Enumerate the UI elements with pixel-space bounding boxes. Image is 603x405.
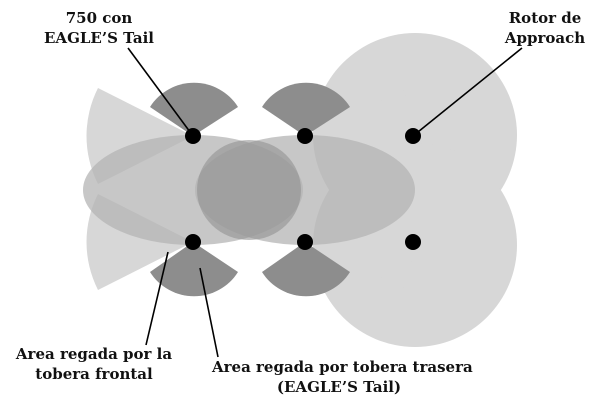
leader-line-eagle-750 <box>127 47 194 137</box>
rear-nozzle-area-bottom-left <box>150 242 238 297</box>
rear-nozzle-area-top-left <box>150 82 238 136</box>
leader-line-front-area <box>145 251 169 346</box>
rear-nozzle-area-top-right <box>262 82 350 136</box>
sprinkler-head-rotor-approach-bottom <box>405 234 421 250</box>
label-rotor-approach-line-2: Approach <box>504 29 586 47</box>
overlap-center <box>197 140 301 240</box>
sprinkler-head-eagle-750-top-left <box>185 128 201 144</box>
label-eagle-750: 750 con EAGLE’S Tail <box>30 8 168 48</box>
leader-line-rotor-approach <box>412 47 523 137</box>
sprinkler-head-rotor-approach-top <box>405 128 421 144</box>
rear-nozzle-area-bottom-right <box>262 242 350 297</box>
label-eagle-750-line-2: EAGLE’S Tail <box>44 29 154 47</box>
label-rear-nozzle-area-line-1: Area regada por tobera trasera <box>212 358 473 376</box>
label-rotor-approach: Rotor de Approach <box>492 8 598 48</box>
leader-line-rear-area <box>199 267 219 358</box>
label-eagle-750-line-1: 750 con <box>65 9 133 27</box>
sprinkler-head-eagle-750-bottom-left <box>185 234 201 250</box>
sprinkler-head-eagle-750-top-middle <box>297 128 313 144</box>
label-rotor-approach-line-1: Rotor de <box>508 9 582 27</box>
label-front-nozzle-area-line-2: tobera frontal <box>35 365 153 383</box>
label-rear-nozzle-area: Area regada por tobera trasera (EAGLE’S … <box>212 357 473 397</box>
label-front-nozzle-area: Area regada por la tobera frontal <box>6 344 182 384</box>
sprinkler-head-eagle-750-bottom-middle <box>297 234 313 250</box>
label-front-nozzle-area-line-1: Area regada por la <box>15 345 173 363</box>
label-rear-nozzle-area-line-2: (EAGLE’S Tail) <box>276 378 402 396</box>
